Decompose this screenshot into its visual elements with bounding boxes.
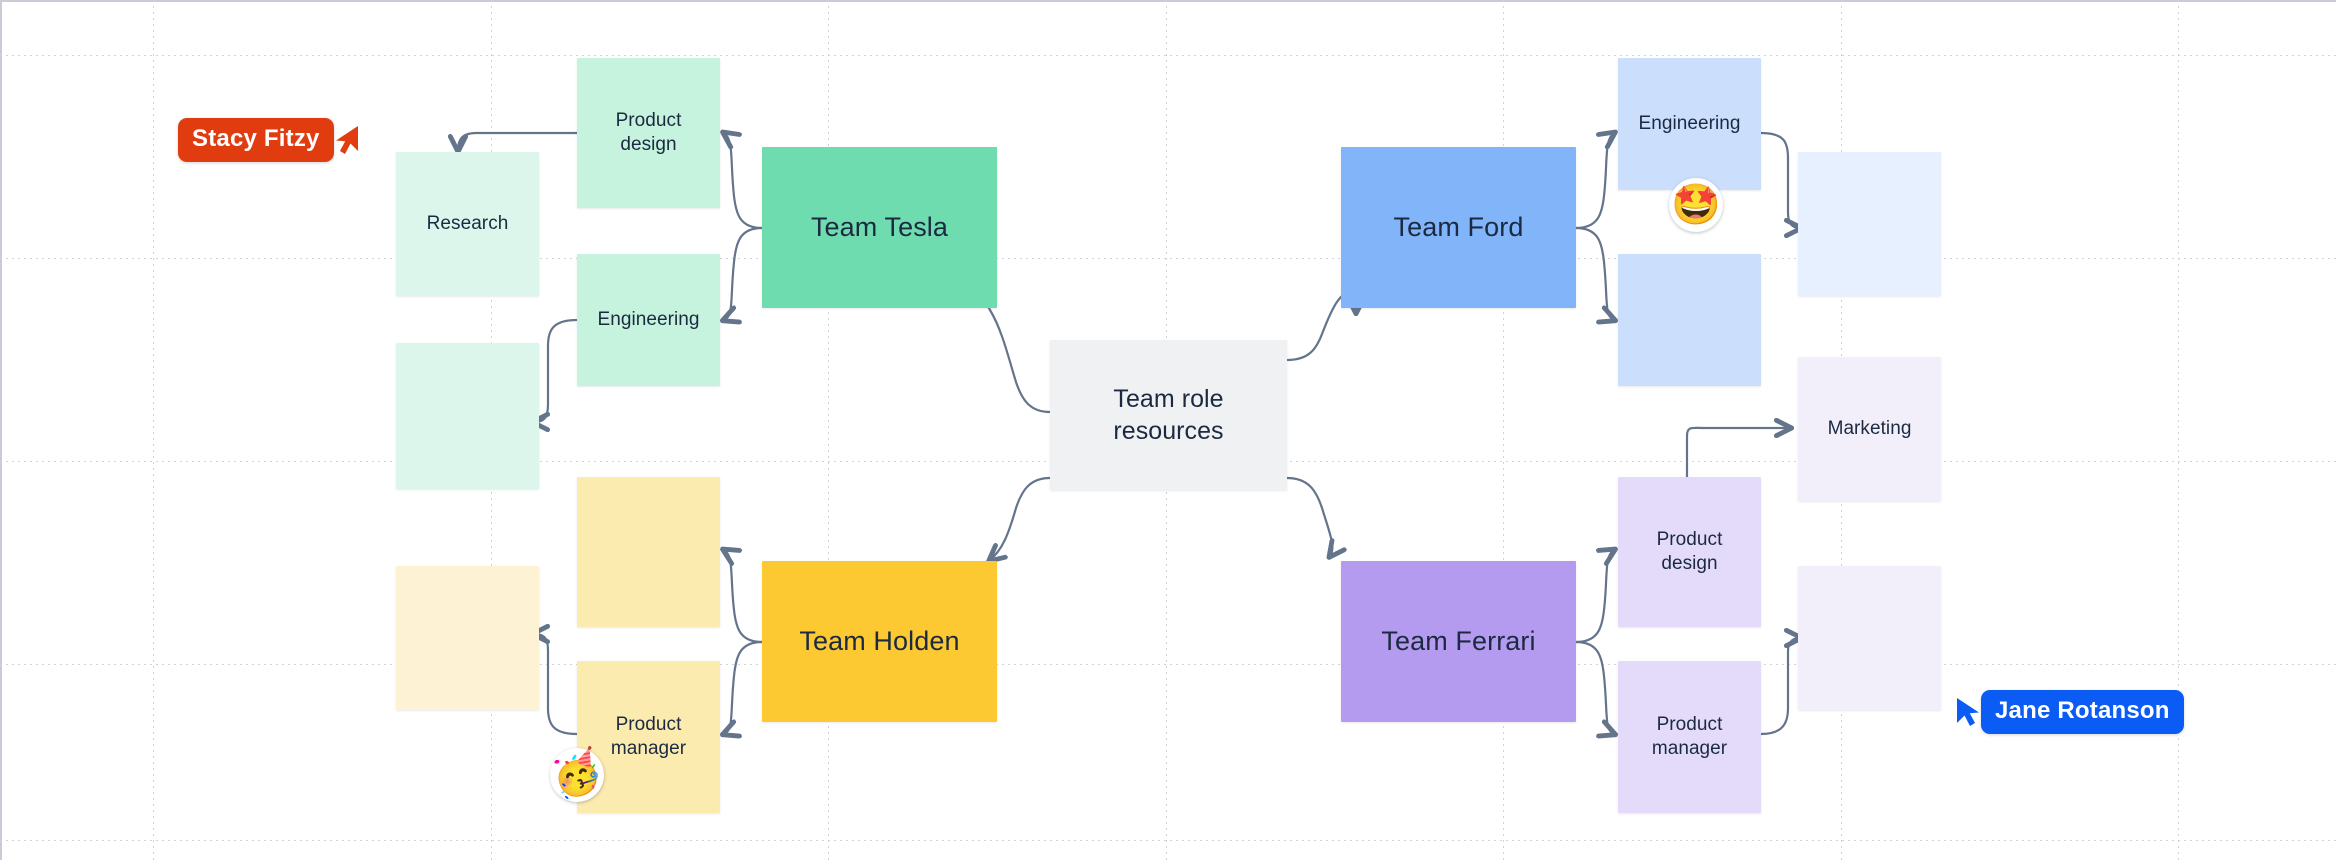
grid-line-horizontal-3 (0, 664, 2336, 665)
wire-ferrari-to-product-manager (1574, 640, 1614, 734)
sticky-ferrari-product-design-0[interactable]: Product design (1618, 477, 1761, 627)
sticky-tesla-product-design-0[interactable]: Product design (577, 58, 720, 208)
sticky-ferrari-product-manager-1[interactable]: Product manager (1618, 661, 1761, 813)
sticky-holden-blank-2[interactable] (396, 566, 539, 710)
sticky-tesla-research-2[interactable]: Research (396, 152, 539, 296)
wire-engineering-to-blank-green (534, 318, 579, 422)
wire-product-design-to-marketing (1685, 428, 1790, 479)
grid-line-horizontal-1 (0, 258, 2336, 259)
wire-ford-to-blank-blue (1574, 226, 1614, 320)
sticky-ferrari-marketing-2[interactable]: Marketing (1798, 357, 1941, 501)
wire-product-manager-to-blank-yellow (534, 634, 579, 736)
cursor-pointer-icon (1957, 698, 1979, 726)
grid-line-vertical-0 (153, 0, 154, 860)
wire-center-to-ferrari (1285, 476, 1332, 556)
wire-product-manager-to-faint-purple (1759, 638, 1800, 736)
grid-line-vertical-4 (1503, 0, 1504, 860)
sticky-tesla-blank-3[interactable] (396, 343, 539, 489)
grid-line-horizontal-0 (0, 55, 2336, 56)
wire-center-to-holden (990, 476, 1052, 560)
wire-tesla-to-product-design (724, 133, 764, 230)
wire-engineering-to-faint-blue (1759, 131, 1800, 228)
sticky-tesla-engineering-1[interactable]: Engineering (577, 254, 720, 386)
center-node-team-role-resources[interactable]: Team role resources (1050, 340, 1287, 490)
cursor-label-jane-rotanson: Jane Rotanson (1981, 690, 2184, 734)
cursor-pointer-icon (335, 126, 358, 154)
wire-holden-to-product-manager (724, 640, 764, 734)
wire-product-design-to-research (458, 131, 579, 150)
team-card-tesla[interactable]: Team Tesla (762, 147, 997, 308)
wire-holden-to-blank-yellow (724, 550, 764, 644)
grid-line-horizontal-4 (0, 840, 2336, 841)
wire-tesla-to-engineering (724, 226, 764, 320)
wire-ford-to-engineering (1574, 133, 1614, 230)
remote-cursor-stacy-fitzy: Stacy Fitzy (178, 118, 360, 162)
star-struck-emoji[interactable]: 🤩 (1669, 178, 1723, 232)
remote-cursor-jane-rotanson: Jane Rotanson (1955, 690, 2184, 734)
sticky-ford-blank-2[interactable] (1798, 152, 1941, 296)
wire-ferrari-to-product-design (1574, 550, 1614, 644)
sticky-ford-blank-1[interactable] (1618, 254, 1761, 386)
team-card-holden[interactable]: Team Holden (762, 561, 997, 722)
sticky-holden-blank-0[interactable] (577, 477, 720, 627)
grid-line-vertical-2 (828, 0, 829, 860)
sticky-ferrari-blank-3[interactable] (1798, 566, 1941, 710)
team-card-ferrari[interactable]: Team Ferrari (1341, 561, 1576, 722)
sticky-ford-engineering-0[interactable]: Engineering (1618, 58, 1761, 190)
cursor-label-stacy-fitzy: Stacy Fitzy (178, 118, 334, 162)
team-card-ford[interactable]: Team Ford (1341, 147, 1576, 308)
